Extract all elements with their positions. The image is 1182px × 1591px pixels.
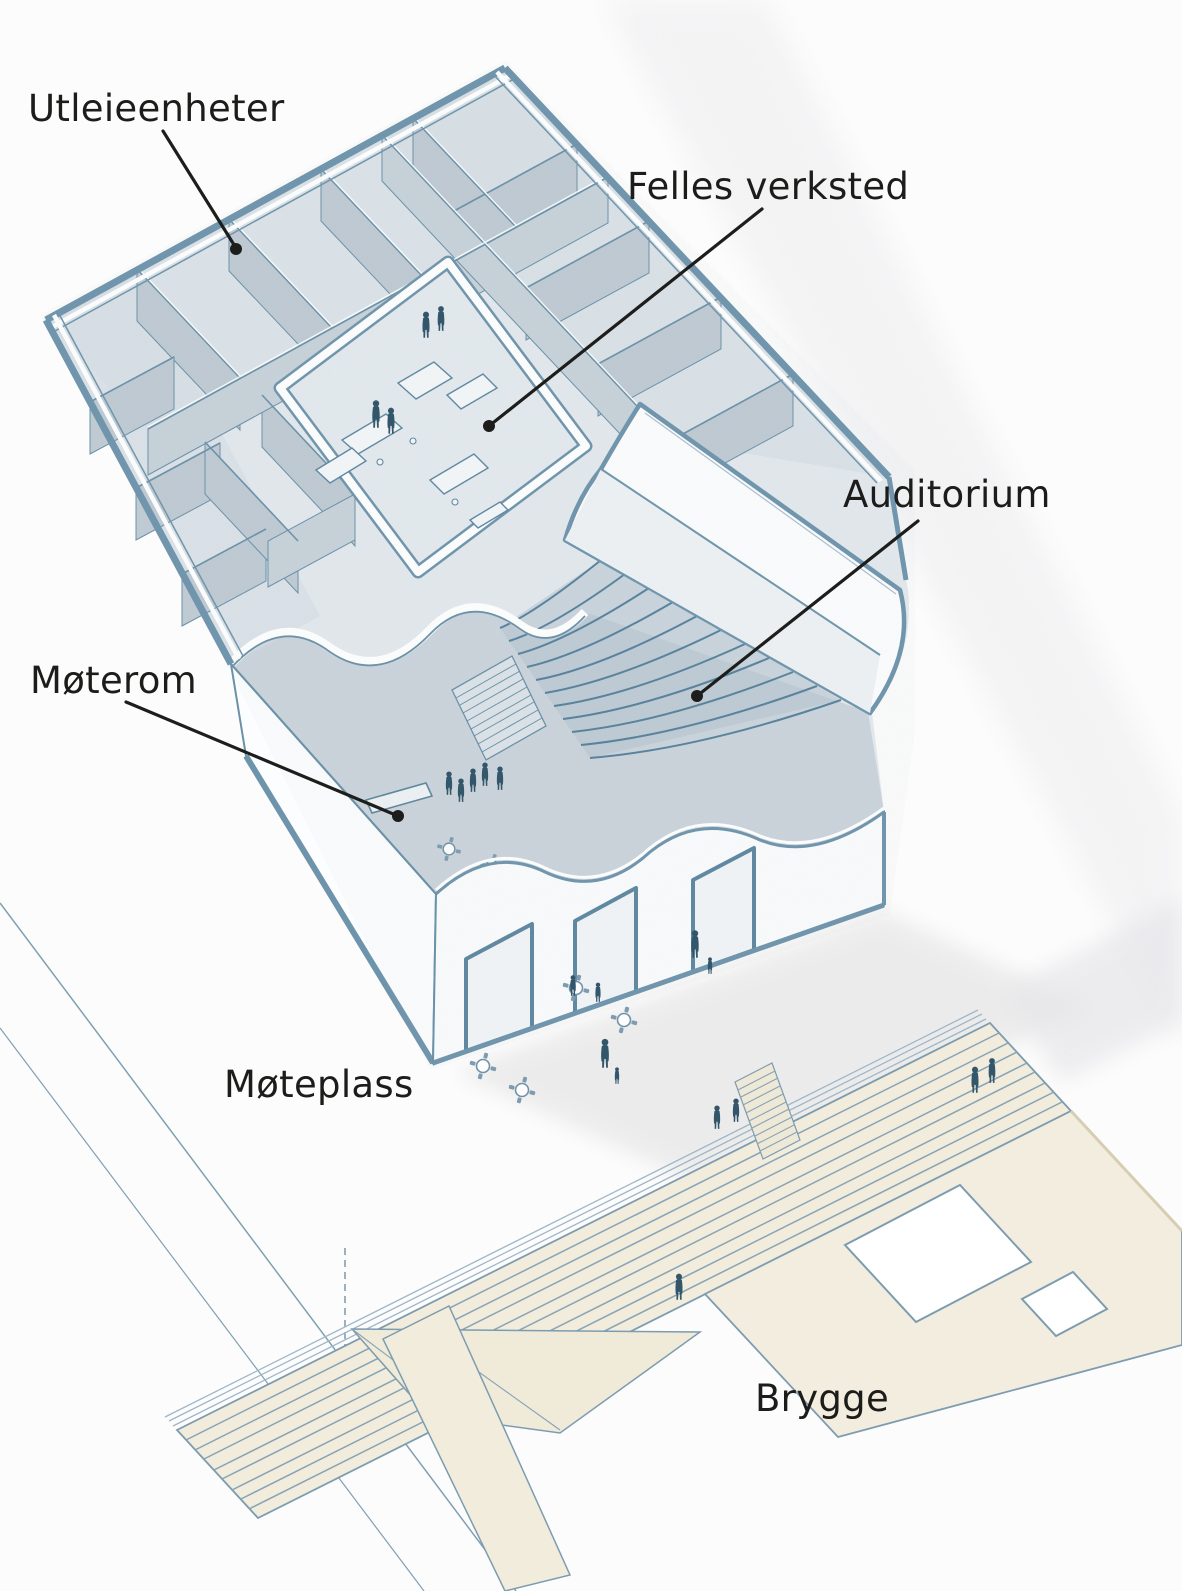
leader-dot-utleieenheter — [230, 243, 242, 255]
labels: Utleieenheter Felles verksted Auditorium… — [28, 87, 1051, 1420]
dock-opening-large — [843, 1183, 1033, 1324]
leader-line-utleieenheter — [161, 129, 238, 250]
label-auditorium: Auditorium — [691, 473, 1051, 702]
dock-step-lines — [185, 1032, 1063, 1510]
building-shadow-on-plaza — [455, 912, 1092, 1185]
leader-dot-felles-verksted — [483, 420, 495, 432]
label-utleieenheter-text: Utleieenheter — [28, 87, 285, 130]
building — [40, 60, 915, 1070]
label-utleieenheter: Utleieenheter — [28, 87, 285, 255]
leader-line-moterom — [124, 700, 400, 818]
label-moterom-text: Møterom — [30, 659, 197, 702]
plaza-edge-lines — [0, 902, 517, 1591]
dock — [164, 1009, 1182, 1591]
label-auditorium-text: Auditorium — [843, 473, 1051, 516]
label-moteplass: Møteplass — [224, 1063, 414, 1106]
texture-overlay — [40, 60, 915, 1070]
label-brygge-text: Brygge — [755, 1377, 889, 1420]
label-felles-verksted-text: Felles verksted — [627, 165, 909, 208]
leader-dot-auditorium — [691, 690, 703, 702]
dock-edge-shading — [1069, 1109, 1182, 1233]
dock-upper-step-lines — [164, 1009, 987, 1427]
leader-dot-moterom — [392, 810, 404, 822]
dock-staircase-treads — [737, 1070, 798, 1152]
leader-line-felles-verksted — [487, 207, 764, 428]
label-moteplass-text: Møteplass — [224, 1063, 414, 1106]
label-felles-verksted: Felles verksted — [483, 165, 909, 432]
dock-opening-small — [1020, 1270, 1109, 1338]
label-moterom: Møterom — [30, 659, 404, 822]
shadow-near-dock — [1002, 898, 1182, 1082]
label-brygge: Brygge — [755, 1377, 889, 1420]
leader-line-auditorium — [695, 519, 920, 698]
dock-walkway — [382, 1304, 572, 1591]
